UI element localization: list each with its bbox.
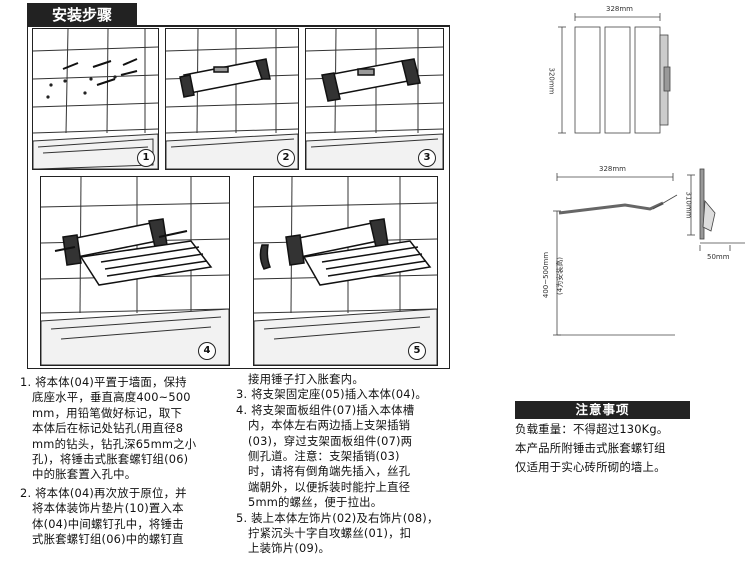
dim-floor-note: (4为安装高) xyxy=(555,257,564,295)
front-view-drawing: 328mm 320mm xyxy=(540,5,750,155)
step-badge-5: 5 xyxy=(408,342,426,360)
step-1-line: 中的胀套置入孔中。 xyxy=(32,467,137,482)
step-1-line: 底座水平，垂直高度400~500 xyxy=(32,390,191,405)
insert-holder-illustration xyxy=(306,29,443,169)
dim-top-width: 328mm xyxy=(606,5,633,13)
step-panel-4 xyxy=(40,176,230,366)
step-4-line: 4. 将支架面板组件(07)插入本体槽 xyxy=(236,402,415,417)
step-4-line: 5mm的螺丝，便于拉出。 xyxy=(248,495,383,510)
step-4-line: 时，请将有倒角端先插入，丝孔 xyxy=(248,464,411,479)
step-4-line: 侧孔道。注意：支架插销(03) xyxy=(248,449,400,464)
side-view-drawing: 328mm 310mm 50mm 400~500mm (4为安装高) xyxy=(542,165,750,365)
title-underline xyxy=(27,25,450,27)
step-2-cont-line: 接用锤子打入胀套内。 xyxy=(248,372,364,386)
step-2-line: 将本体装饰片垫片(10)置入本 xyxy=(32,501,184,516)
dim-side-depth: 50mm xyxy=(707,253,730,261)
wall-drilling-illustration xyxy=(33,29,158,169)
step-4-line: 内，本体左右两边插上支架插销 xyxy=(248,418,411,433)
step-badge-1: 1 xyxy=(137,149,155,167)
step-4-line: (03)，穿过支架面板组件(07)两 xyxy=(248,433,413,448)
step-panel-2 xyxy=(165,28,299,170)
step-1-line: mm的钻头，钻孔深65mm之小 xyxy=(32,436,197,451)
dim-top-height: 320mm xyxy=(547,67,556,95)
instructions-column-1: 1. 将本体(04)平置于墙面，保持 底座水平，垂直高度400~500 mm，用… xyxy=(20,375,245,547)
dim-floor-height: 400~500mm xyxy=(542,251,551,299)
step-panel-3 xyxy=(305,28,444,170)
step-5-line: 拧紧沉头十字自攻螺丝(01)，扣 xyxy=(248,526,412,541)
step-1-line: 本体后在标记处钻孔(用直径8 xyxy=(32,421,184,436)
instructions-column-2: 接用锤子打入胀套内。 3. 将支架固定座(05)插入本体(04)。 4. 将支架… xyxy=(236,372,461,557)
step-badge-3: 3 xyxy=(418,149,436,167)
notice-body: 负载重量：不得超过130Kg。 本产品所附锤击式胀套螺钉组 仅适用于实心砖所砌的… xyxy=(515,420,745,477)
dim-side-width: 328mm xyxy=(599,165,626,173)
step-4-line: 端朝外，以便拆装时能拧上直径 xyxy=(248,479,411,494)
finished-seat-illustration xyxy=(254,177,437,365)
step-panel-1 xyxy=(32,28,159,170)
notice-title: 注意事项 xyxy=(515,401,690,419)
step-1-line: 1. 将本体(04)平置于墙面，保持 xyxy=(20,375,187,389)
step-5-line: 5. 装上本体左饰片(02)及右饰片(08)， xyxy=(236,510,439,525)
dim-side-height: 310mm xyxy=(684,191,693,219)
step-1-line: mm，用铅笔做好标记，取下 xyxy=(32,405,183,420)
step-badge-4: 4 xyxy=(198,342,216,360)
mount-base-illustration xyxy=(166,29,298,169)
step-2-line: 2. 将本体(04)再次放于原位，并 xyxy=(20,485,187,500)
notice-line: 本产品所附锤击式胀套螺钉组 xyxy=(515,441,666,455)
step-2-line: 式胀套螺钉组(06)中的螺钉直 xyxy=(32,532,184,547)
section-title: 安装步骤 xyxy=(27,3,137,27)
step-5-line: 上装饰片(09)。 xyxy=(248,541,331,556)
attach-seat-illustration xyxy=(41,177,229,365)
step-2-line: 体(04)中间螺钉孔中，将锤击 xyxy=(32,516,184,531)
notice-line: 仅适用于实心砖所砌的墙上。 xyxy=(515,460,666,474)
steps-frame xyxy=(27,27,450,369)
notice-line: 负载重量：不得超过130Kg。 xyxy=(515,422,669,436)
step-panel-5 xyxy=(253,176,438,366)
step-3-line: 3. 将支架固定座(05)插入本体(04)。 xyxy=(236,387,427,402)
step-badge-2: 2 xyxy=(277,149,295,167)
step-1-line: 孔)，将锤击式胀套螺钉组(06) xyxy=(32,452,189,467)
